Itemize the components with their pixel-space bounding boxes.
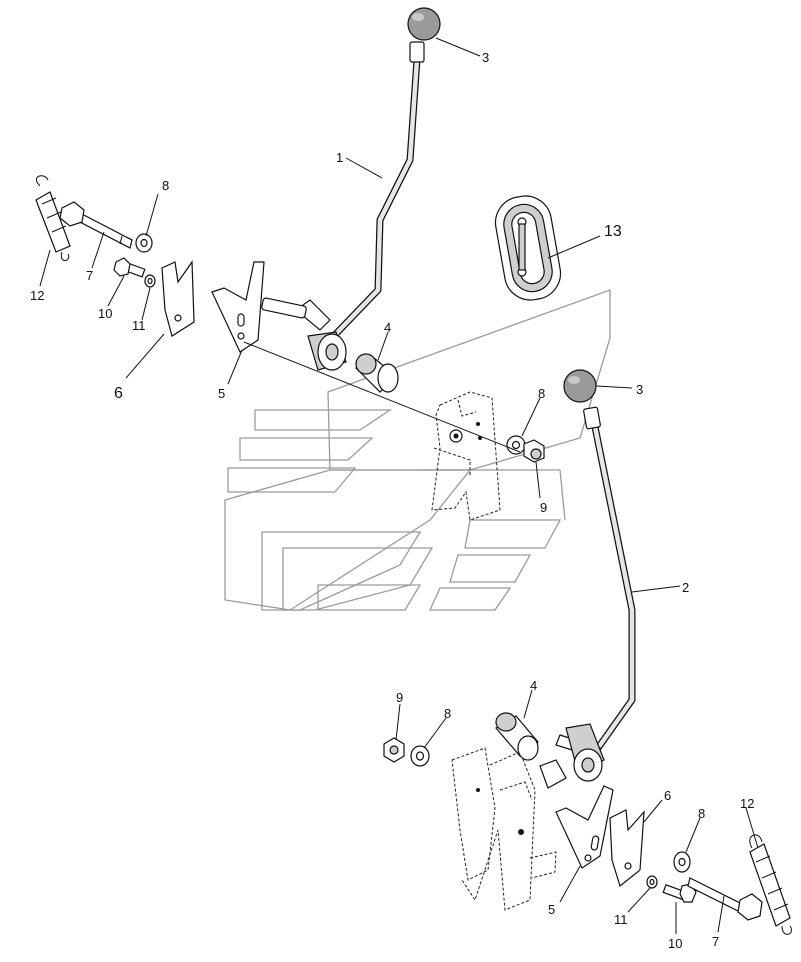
lever-1 xyxy=(326,41,425,344)
chassis-outline xyxy=(224,289,611,611)
upper-pivot-bracket xyxy=(431,391,501,521)
nut-9-upper xyxy=(523,439,545,463)
callout-12: 12 xyxy=(30,288,44,303)
spring-12-upper xyxy=(35,175,71,261)
plate-6-upper xyxy=(161,260,195,337)
callout-3: 3 xyxy=(482,50,489,65)
callout-1: 1 xyxy=(336,150,343,165)
callout-6: 6 xyxy=(664,788,671,803)
bolt-7-upper xyxy=(59,201,133,249)
washer-8-upper-left xyxy=(135,233,153,253)
lever-2-hub xyxy=(539,723,605,789)
callout-10: 10 xyxy=(668,936,682,951)
bushing-4-upper xyxy=(355,353,399,393)
callout-3: 3 xyxy=(636,382,643,397)
callout-2: 2 xyxy=(682,580,689,595)
washer-8-lower-left xyxy=(410,745,430,767)
callout-6: 6 xyxy=(114,385,123,402)
plate-5-lower xyxy=(555,785,614,869)
bolt-10-upper xyxy=(113,257,146,278)
callout-9: 9 xyxy=(540,500,547,515)
grommet-13 xyxy=(494,195,562,301)
callout-4: 4 xyxy=(384,320,391,335)
washer-8-lower-right xyxy=(673,851,691,873)
callout-labels: 1 2 3 3 4 4 5 5 6 6 7 7 8 8 8 8 9 9 10 1… xyxy=(30,50,754,951)
callout-4: 4 xyxy=(530,678,537,693)
lower-pivot-bracket xyxy=(451,747,557,911)
washer-11-lower xyxy=(646,875,658,889)
bolt-7-lower xyxy=(687,877,763,921)
lever-1-hub xyxy=(261,297,347,371)
leader-lines xyxy=(39,37,759,934)
callout-11: 11 xyxy=(614,912,628,927)
callout-7: 7 xyxy=(712,934,719,949)
lever-2 xyxy=(583,406,636,752)
callout-10: 10 xyxy=(98,306,112,321)
callout-8: 8 xyxy=(162,178,169,193)
callout-8: 8 xyxy=(444,706,451,721)
bushing-4-lower xyxy=(495,712,539,761)
washer-11-upper xyxy=(144,274,156,288)
knob-3-upper xyxy=(407,7,441,41)
spring-12-lower xyxy=(749,834,792,935)
nut-9-lower xyxy=(383,737,405,763)
callout-9: 9 xyxy=(396,690,403,705)
callout-8: 8 xyxy=(698,806,705,821)
callout-8: 8 xyxy=(538,386,545,401)
callout-11: 11 xyxy=(132,318,146,333)
callout-12: 12 xyxy=(740,796,754,811)
callout-5: 5 xyxy=(218,386,225,401)
washer-8-upper-right xyxy=(506,435,526,455)
plate-6-lower xyxy=(609,809,645,888)
callout-5: 5 xyxy=(548,902,555,917)
callout-13: 13 xyxy=(604,223,622,240)
plate-5-upper xyxy=(211,261,265,353)
callout-7: 7 xyxy=(86,268,93,283)
knob-3-lower xyxy=(563,369,597,403)
